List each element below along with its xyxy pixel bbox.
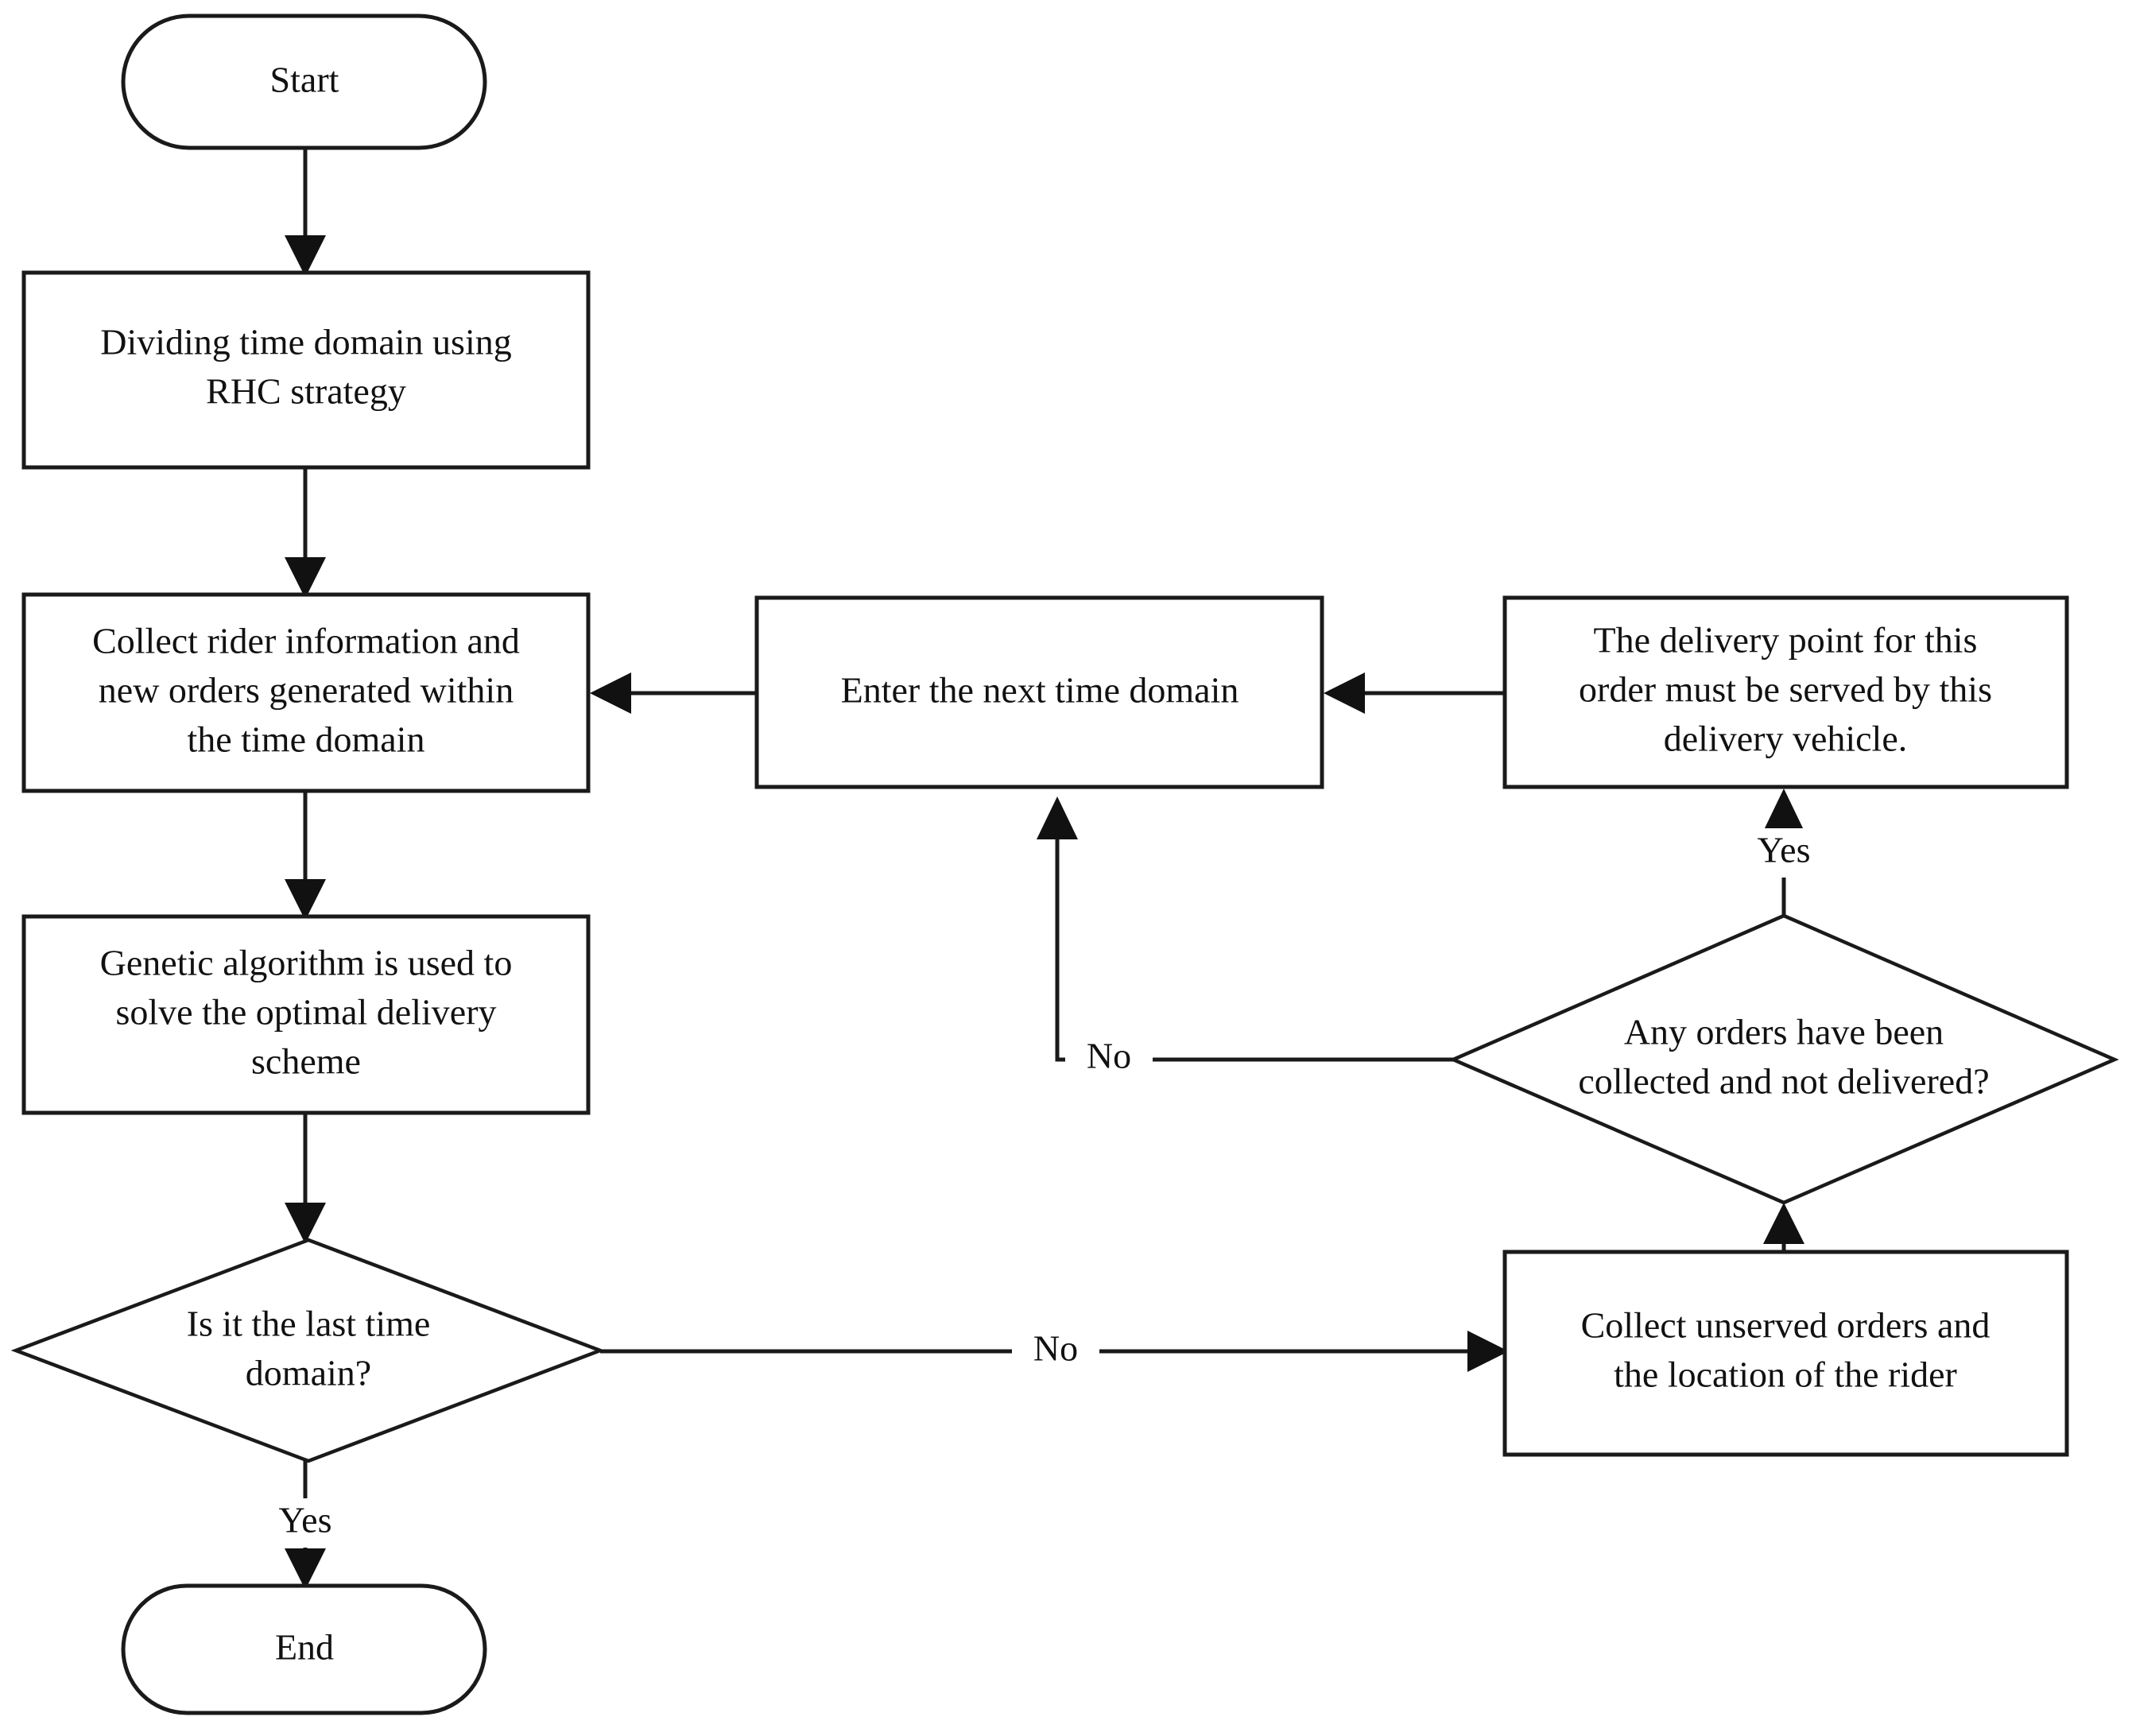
node-start[interactable]: Start <box>121 14 487 150</box>
orders-collected-diamond-shape <box>1448 913 2119 1205</box>
node-last-time-domain-decision[interactable]: Is it the last time domain? <box>10 1238 606 1463</box>
delivery-point-label-line3: delivery vehicle. <box>1664 719 1908 759</box>
node-genetic-algorithm[interactable]: Genetic algorithm is used to solve the o… <box>21 914 591 1115</box>
node-delivery-point[interactable]: The delivery point for this order must b… <box>1502 595 2069 789</box>
node-next-time-domain[interactable]: Enter the next time domain <box>754 595 1324 789</box>
node-collect-rider-info[interactable]: Collect rider information and new orders… <box>21 592 591 793</box>
orders-collected-label-line2: collected and not delivered? <box>1578 1061 1989 1102</box>
start-label: Start <box>270 60 339 100</box>
edge-label-orders-no-text: No <box>1087 1036 1131 1076</box>
node-end[interactable]: End <box>121 1583 487 1715</box>
start-terminator-shape <box>121 14 487 150</box>
edge-collect-to-genetic <box>285 791 326 920</box>
edge-start-to-divide <box>285 147 326 277</box>
edge-genetic-to-lastdomain <box>285 1113 326 1244</box>
node-divide-time-domain[interactable]: Dividing time domain using RHC strategy <box>21 270 591 470</box>
edge-label-lastdomain-yes-text: Yes <box>279 1500 332 1540</box>
divide-time-domain-label-line1: Dividing time domain using <box>100 322 511 362</box>
genetic-algorithm-label-line2: solve the optimal delivery <box>115 992 496 1033</box>
collect-rider-info-label-line1: Collect rider information and <box>92 621 520 661</box>
edge-next-domain-to-collect-rider <box>590 672 757 714</box>
node-collect-unserved-orders[interactable]: Collect unserved orders and the location… <box>1502 1250 2069 1457</box>
edge-label-orders-yes-text: Yes <box>1758 830 1811 870</box>
collect-unserved-orders-shape <box>1502 1250 2069 1457</box>
collect-unserved-orders-label-line1: Collect unserved orders and <box>1581 1305 1991 1346</box>
edge-label-lastdomain-no-text: No <box>1033 1328 1078 1369</box>
end-terminator-shape <box>121 1583 487 1715</box>
edge-label-lastdomain-no: No <box>1012 1327 1099 1377</box>
genetic-algorithm-label-line1: Genetic algorithm is used to <box>100 943 513 983</box>
collect-unserved-orders-label-line2: the location of the rider <box>1614 1354 1957 1395</box>
edge-label-orders-no: No <box>1065 1035 1153 1084</box>
collect-rider-info-label-line3: the time domain <box>188 719 425 760</box>
edge-label-orders-yes: Yes <box>1735 828 1833 878</box>
collect-rider-info-shape <box>21 592 591 793</box>
edge-delivery-point-to-next-domain <box>1324 672 1505 714</box>
delivery-point-label-line1: The delivery point for this <box>1594 620 1978 661</box>
node-orders-collected-decision[interactable]: Any orders have been collected and not d… <box>1448 913 2119 1205</box>
edge-label-lastdomain-yes: Yes <box>256 1498 355 1548</box>
edge-orders-no-to-next-domain <box>1037 796 1453 1062</box>
divide-time-domain-label-line2: RHC strategy <box>206 371 406 412</box>
divide-time-domain-shape <box>21 270 591 470</box>
edge-collect-unserved-to-orders-decision <box>1763 1203 1804 1252</box>
last-time-domain-label-line2: domain? <box>246 1353 371 1393</box>
collect-rider-info-label-line2: new orders generated within <box>99 670 514 711</box>
last-time-domain-diamond-shape <box>10 1238 606 1463</box>
edge-divide-to-collect <box>285 467 326 599</box>
next-time-domain-label: Enter the next time domain <box>841 670 1239 711</box>
delivery-point-shape <box>1502 595 2069 789</box>
last-time-domain-label-line1: Is it the last time <box>187 1304 431 1344</box>
next-time-domain-shape <box>754 595 1324 789</box>
end-label: End <box>275 1627 334 1668</box>
orders-collected-label-line1: Any orders have been <box>1624 1012 1944 1052</box>
genetic-algorithm-shape <box>21 914 591 1115</box>
genetic-algorithm-label-line3: scheme <box>251 1041 361 1082</box>
delivery-point-label-line2: order must be served by this <box>1579 669 1992 710</box>
